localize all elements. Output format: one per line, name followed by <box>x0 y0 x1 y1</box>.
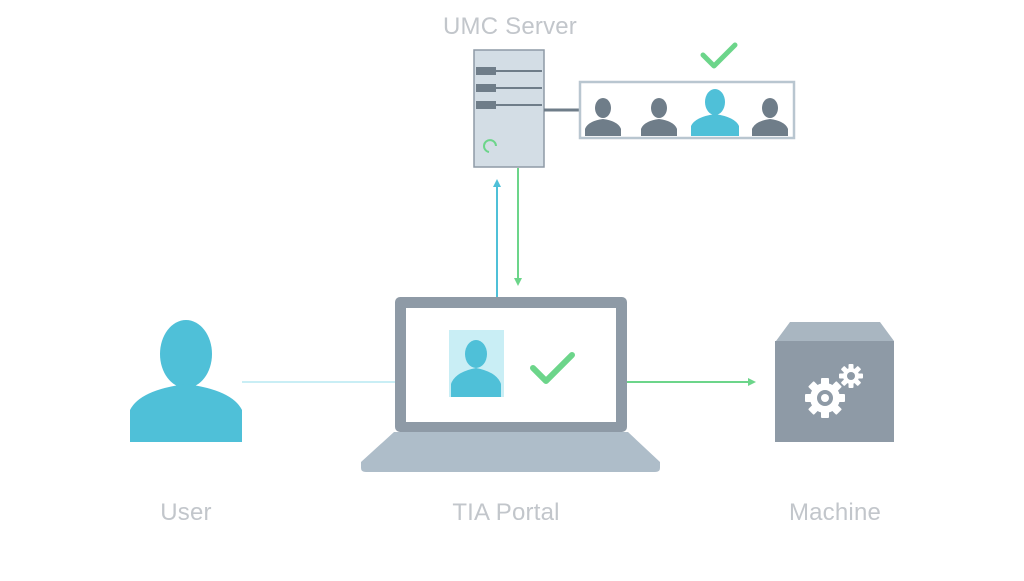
group-user-icon <box>752 98 788 136</box>
group-user-icon <box>641 98 677 136</box>
group-user-icon <box>585 98 621 136</box>
server-label: UMC Server <box>442 13 578 40</box>
user-group-icon <box>578 80 796 140</box>
screen-check-icon <box>530 352 575 384</box>
laptop-icon <box>361 297 660 472</box>
user-icon <box>130 320 242 442</box>
user-label: User <box>160 499 212 526</box>
machine-label: Machine <box>788 499 882 526</box>
portal-label: TIA Portal <box>452 499 560 526</box>
machine-gear-icon <box>775 322 894 442</box>
screen-user-avatar <box>449 330 504 397</box>
group-user-selected-icon <box>691 89 739 136</box>
server-icon <box>473 49 545 168</box>
check-icon <box>700 42 738 69</box>
